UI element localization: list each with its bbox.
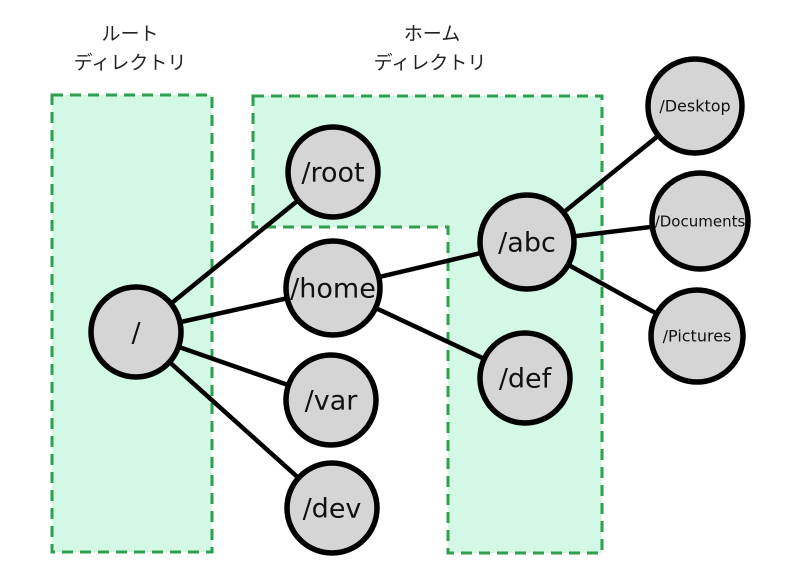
root-directory-label-line2: ディレクトリ	[74, 52, 187, 74]
node-abc-circle	[477, 192, 577, 292]
node-home-label: /home	[290, 273, 376, 304]
node-pictures-label: /Pictures	[663, 327, 732, 346]
node-root-dir-label: /root	[301, 157, 364, 188]
node-documents-circle	[649, 170, 751, 272]
node-def-label: /def	[499, 363, 553, 394]
node-var-label: /var	[305, 385, 359, 416]
node-dev: /dev	[284, 460, 380, 556]
node-root-dir: /root	[285, 124, 381, 220]
home-directory-label-line1: ホーム	[404, 23, 460, 45]
node-def-circle	[477, 330, 573, 426]
node-home-circle	[283, 238, 383, 338]
node-abc: /abc	[477, 192, 577, 292]
node-pictures-circle	[648, 287, 746, 385]
node-dev-label: /dev	[303, 493, 362, 524]
node-desktop-label: /Desktop	[659, 97, 730, 116]
node-root-label: /	[131, 317, 141, 348]
node-abc-label: /abc	[498, 227, 556, 258]
home-directory-label-line2: ディレクトリ	[374, 52, 487, 74]
node-documents-label: /Documents	[655, 212, 746, 230]
node-var-circle	[283, 352, 379, 448]
root-directory-label-line1: ルート	[101, 23, 158, 45]
node-dev-circle	[284, 460, 380, 556]
node-documents: /Documents	[649, 170, 751, 272]
node-root-circle	[88, 284, 184, 380]
node-var: /var	[283, 352, 379, 448]
node-home: /home	[283, 238, 383, 338]
node-desktop-circle	[645, 56, 745, 156]
node-root: /	[88, 284, 184, 380]
node-pictures: /Pictures	[648, 287, 746, 385]
node-root-dir-circle	[285, 124, 381, 220]
node-def: /def	[477, 330, 573, 426]
node-desktop: /Desktop	[645, 56, 745, 156]
